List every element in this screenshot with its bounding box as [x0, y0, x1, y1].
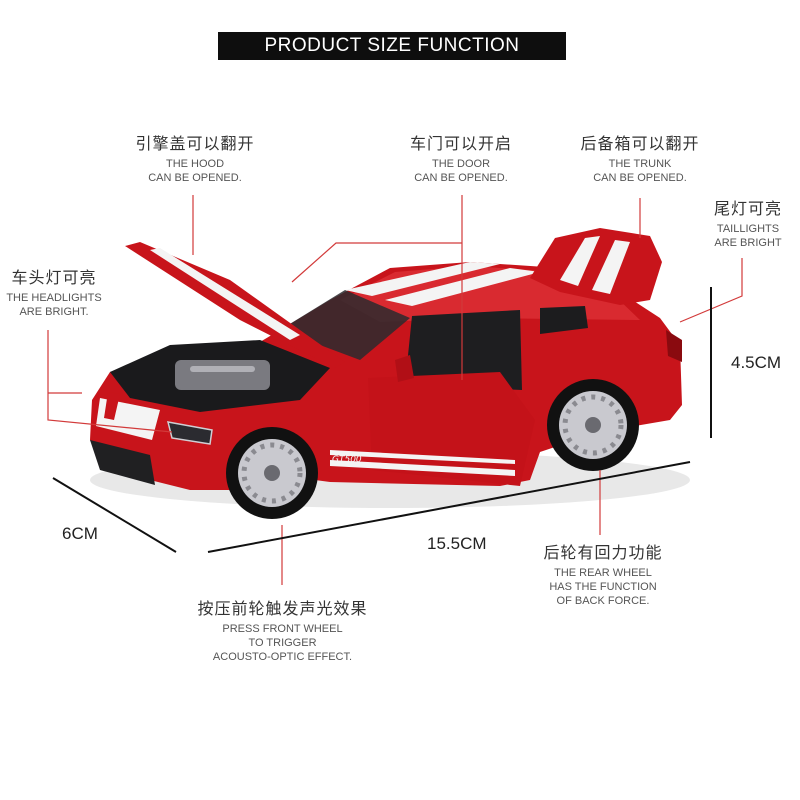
front-wheel: [226, 427, 318, 519]
trunk-label-zh: 后备箱可以翻开: [580, 134, 700, 153]
callout-door: 车门可以开启 THE DOOR CAN BE OPENED.: [386, 134, 536, 185]
trunk-label-en: THE TRUNK CAN BE OPENED.: [560, 157, 720, 185]
badge-text: GT500: [332, 455, 362, 465]
side-stripe-1: [330, 460, 515, 476]
door-mirror: [395, 355, 414, 382]
rear-wheel-label-en: THE REAR WHEEL HAS THE FUNCTION OF BACK …: [528, 566, 678, 608]
leader-line-taillights: [679, 258, 743, 323]
trunk-label-en-line2: CAN BE OPENED.: [593, 172, 687, 184]
roof-stripe-1: [345, 262, 500, 296]
taillights-label-en: TAILLIGHTS ARE BRIGHT: [698, 222, 798, 250]
hood-label-zh: 引擎盖可以翻开: [135, 134, 255, 153]
front-grille: [90, 440, 155, 485]
nose-stripe-2: [104, 392, 120, 420]
engine-detail: [190, 366, 255, 372]
rear-wheel-label-en-line1: THE REAR WHEEL: [554, 567, 652, 579]
side-stripe-2: [330, 450, 515, 464]
dimension-height-label: 4.5CM: [731, 353, 782, 372]
hood-label-en-line2: CAN BE OPENED.: [148, 172, 242, 184]
rear-wheel-label-zh: 后轮有回力功能: [543, 543, 663, 562]
car-body: [90, 262, 682, 490]
callout-front-wheel: 按压前轮触发声光效果 PRESS FRONT WHEEL TO TRIGGER …: [180, 599, 385, 664]
callout-hood: 引擎盖可以翻开 THE HOOD CAN BE OPENED.: [115, 134, 275, 185]
leader-line-headlights: [47, 330, 173, 433]
hood-label-en: THE HOOD CAN BE OPENED.: [115, 157, 275, 185]
rear-wheel-label-en-line2: HAS THE FUNCTION: [549, 581, 657, 593]
title-banner: PRODUCT SIZE FUNCTION: [218, 32, 566, 60]
taillights-label-en-line1: TAILLIGHTS: [716, 223, 780, 235]
taillights-label-en-line2: ARE BRIGHT: [714, 237, 782, 249]
hood-label-en-line1: THE HOOD: [165, 158, 225, 170]
trunk-stripe-2: [592, 240, 630, 294]
trunk-lid: [530, 228, 662, 305]
rear-wheel: [547, 379, 639, 471]
door-label-en: THE DOOR CAN BE OPENED.: [386, 157, 536, 185]
rear-side-window: [540, 306, 588, 334]
door-label-en-line2: CAN BE OPENED.: [414, 172, 508, 184]
trunk-label-en-line1: THE TRUNK: [608, 158, 672, 170]
windshield: [280, 290, 410, 360]
headlights-label-en: THE HEADLIGHTS ARE BRIGHT.: [0, 291, 108, 319]
front-wheel-label-en-line2: TO TRIGGER: [248, 637, 317, 649]
dimension-line-width: [52, 477, 177, 553]
dimension-width-label: 6CM: [62, 524, 98, 543]
trunk-stripe-1: [560, 236, 600, 286]
rear-wheel-label-en-line3: OF BACK FORCE.: [556, 595, 650, 607]
callout-trunk: 后备箱可以翻开 THE TRUNK CAN BE OPENED.: [560, 134, 720, 185]
headlights-label-en-line1: THE HEADLIGHTS: [6, 292, 102, 304]
dimension-length-label: 15.5CM: [427, 534, 487, 553]
title-text: PRODUCT SIZE FUNCTION: [264, 35, 520, 56]
callout-rear-wheel: 后轮有回力功能 THE REAR WHEEL HAS THE FUNCTION …: [528, 543, 678, 608]
door-opening: [405, 310, 522, 390]
callout-headlights: 车头灯可亮 THE HEADLIGHTS ARE BRIGHT.: [0, 268, 108, 319]
leader-line-door-branch: [291, 242, 462, 283]
front-wheel-label-en-line1: PRESS FRONT WHEEL: [222, 623, 343, 635]
headlight: [166, 421, 213, 445]
front-wheel-label-en: PRESS FRONT WHEEL TO TRIGGER ACOUSTO-OPT…: [180, 622, 385, 664]
dimension-line-length: [207, 461, 691, 553]
door-label-en-line1: THE DOOR: [431, 158, 491, 170]
front-wheel-label-zh: 按压前轮触发声光效果: [197, 599, 368, 618]
front-wheel-label-en-line3: ACOUSTO-OPTIC EFFECT.: [212, 651, 353, 663]
headlights-label-zh: 车头灯可亮: [11, 268, 97, 287]
tail-light: [666, 330, 682, 362]
door-label-zh: 车门可以开启: [409, 134, 512, 153]
taillights-label-zh: 尾灯可亮: [713, 199, 782, 218]
headlights-label-en-line2: ARE BRIGHT.: [19, 306, 89, 318]
hood-stripe: [150, 248, 300, 340]
callout-taillights: 尾灯可亮 TAILLIGHTS ARE BRIGHT: [698, 199, 798, 250]
